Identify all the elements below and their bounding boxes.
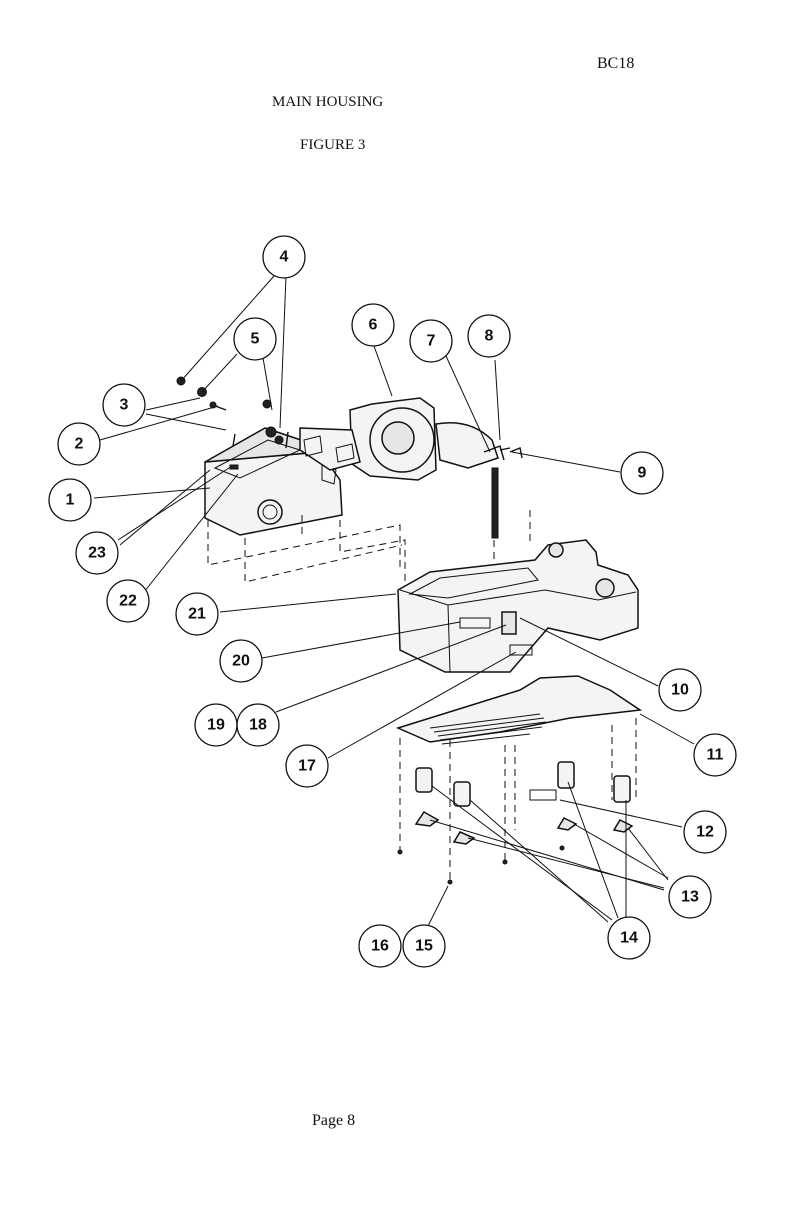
svg-text:7: 7	[427, 333, 436, 350]
callout-11: 11	[694, 734, 736, 776]
callout-2: 2	[58, 423, 100, 465]
callout-17: 17	[286, 745, 328, 787]
svg-text:22: 22	[119, 593, 137, 610]
callout-12: 12	[684, 811, 726, 853]
callout-21: 21	[176, 593, 218, 635]
svg-text:6: 6	[369, 317, 378, 334]
svg-text:4: 4	[280, 249, 289, 266]
svg-text:11: 11	[707, 747, 724, 764]
callout-19: 19	[195, 704, 237, 746]
callout-8: 8	[468, 315, 510, 357]
feet-and-screws	[398, 718, 636, 884]
svg-text:21: 21	[188, 606, 206, 623]
callout-22: 22	[107, 580, 149, 622]
svg-text:10: 10	[671, 682, 689, 699]
callout-14: 14	[608, 917, 650, 959]
svg-text:23: 23	[88, 545, 106, 562]
svg-text:16: 16	[371, 938, 389, 955]
callout-3: 3	[103, 384, 145, 426]
svg-text:9: 9	[638, 465, 647, 482]
callout-10: 10	[659, 669, 701, 711]
svg-text:18: 18	[249, 717, 267, 734]
svg-text:19: 19	[207, 717, 225, 734]
callout-20: 20	[220, 640, 262, 682]
callout-4: 4	[263, 236, 305, 278]
svg-text:2: 2	[75, 436, 84, 453]
callout-15: 15	[403, 925, 445, 967]
base-plate-part	[398, 676, 640, 744]
callout-5: 5	[234, 318, 276, 360]
callout-6: 6	[352, 304, 394, 346]
callout-16: 16	[359, 925, 401, 967]
callout-18: 18	[237, 704, 279, 746]
motor-assembly-part	[300, 398, 498, 480]
svg-text:14: 14	[620, 930, 638, 947]
callout-7: 7	[410, 320, 452, 362]
callout-23: 23	[76, 532, 118, 574]
svg-text:5: 5	[251, 331, 260, 348]
callout-1: 1	[49, 479, 91, 521]
svg-text:15: 15	[415, 938, 433, 955]
svg-text:13: 13	[681, 889, 699, 906]
svg-text:17: 17	[298, 758, 316, 775]
svg-text:3: 3	[120, 397, 129, 414]
callout-13: 13	[669, 876, 711, 918]
svg-text:20: 20	[232, 653, 250, 670]
svg-text:8: 8	[485, 328, 494, 345]
callout-9: 9	[621, 452, 663, 494]
svg-text:1: 1	[66, 492, 75, 509]
svg-text:12: 12	[696, 824, 714, 841]
